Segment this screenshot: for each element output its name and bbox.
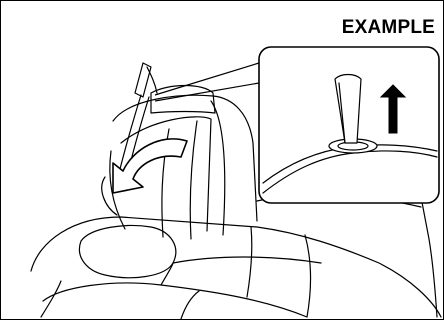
- seatback-fold-arrow-icon: [113, 139, 187, 193]
- example-label: EXAMPLE: [342, 17, 435, 39]
- headrest: [151, 86, 215, 114]
- detail-callout-box: [259, 47, 439, 203]
- seat-belt-upper: [135, 63, 151, 97]
- seatback-right-edge: [211, 101, 225, 235]
